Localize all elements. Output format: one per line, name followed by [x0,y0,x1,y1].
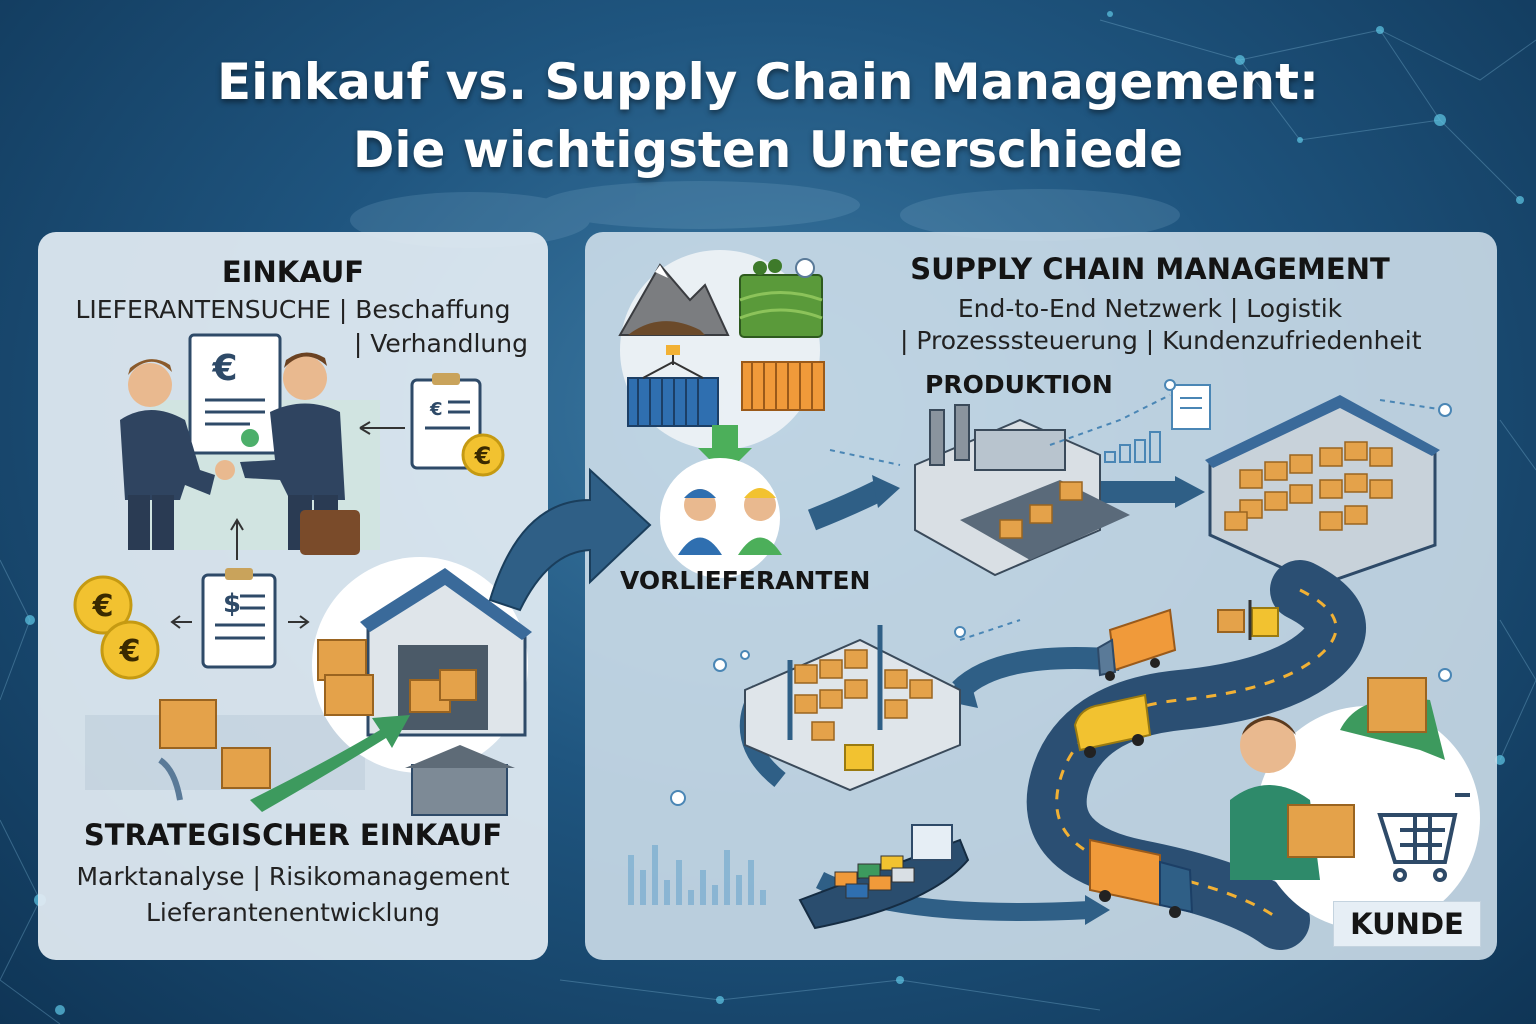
factory-icon [914,404,1130,577]
title-line-1: Einkauf vs. Supply Chain Management: [217,53,1319,111]
einkauf-line-1: LIEFERANTENSUCHE | Beschaffung [75,295,511,324]
network-nodes [670,379,1452,806]
handshake-icon [215,460,235,480]
svg-text:€: € [429,399,443,420]
einkauf-heading: EINKAUF [221,255,365,289]
contract-document-icon: € [188,333,282,455]
raw-materials-icon [618,250,825,475]
strategic-heading: STRATEGISCHER EINKAUF [83,818,503,852]
euro-symbol: € [211,348,237,389]
chart-mini-icon [1104,384,1211,463]
scm-heading: SUPPLY CHAIN MANAGEMENT [910,252,1390,286]
distribution-warehouse-icon [1205,395,1440,587]
svg-text:€: € [119,634,141,669]
cargo-ship-icon [798,824,970,930]
arrows-horizontal-icon [170,615,310,629]
shopping-cart-icon [1377,793,1470,882]
vorlieferanten-label: VORLIEFERANTEN [620,566,871,595]
network-links [829,394,1446,641]
warehouse-worker-icon [85,699,365,801]
euro-coins-icon: € € [73,575,160,680]
briefcase-icon [300,510,360,555]
customer-icon [1230,677,1480,930]
scm-line-2: | Prozesssteuerung | Kundenzufriedenheit [900,326,1422,355]
regional-warehouse-icon [744,625,961,792]
forklift-small-icon [844,744,874,771]
businessman-right-icon [240,352,360,555]
page-title: Einkauf vs. Supply Chain Management: Die… [0,48,1536,184]
suppliers-icon [660,458,782,578]
scm-line-1: End-to-End Netzwerk | Logistik [957,294,1343,323]
svg-text:€: € [474,442,492,470]
truck-icon [1096,608,1177,681]
warehouse-icon [312,557,532,816]
arrow-up-icon [230,518,244,560]
big-blue-arrow-icon [488,467,652,612]
svg-text:€: € [92,589,114,624]
dollar-symbol: $ [223,589,241,619]
budget-clipboard-icon: $ [201,568,277,669]
van-icon [1073,693,1152,758]
data-bars [628,845,766,905]
strategic-line-1: Marktanalyse | Risikomanagement [76,862,510,891]
handshake-illustration: € [120,333,380,555]
truck-large-icon [1089,838,1194,918]
flow-arrows [807,475,1205,531]
forklift-icon [1217,600,1279,640]
einkauf-line-2: | Verhandlung [353,329,528,358]
green-arrow-icon [250,715,410,812]
kunde-label: KUNDE [1333,901,1481,947]
invoice-clipboard-icon: € € [359,373,505,477]
strategic-line-2: Lieferantenentwicklung [145,898,441,927]
businessman-left-icon [120,359,215,550]
package-icon [1287,804,1355,858]
produktion-label: PRODUKTION [925,370,1113,399]
title-line-2: Die wichtigsten Unterschiede [352,121,1184,179]
